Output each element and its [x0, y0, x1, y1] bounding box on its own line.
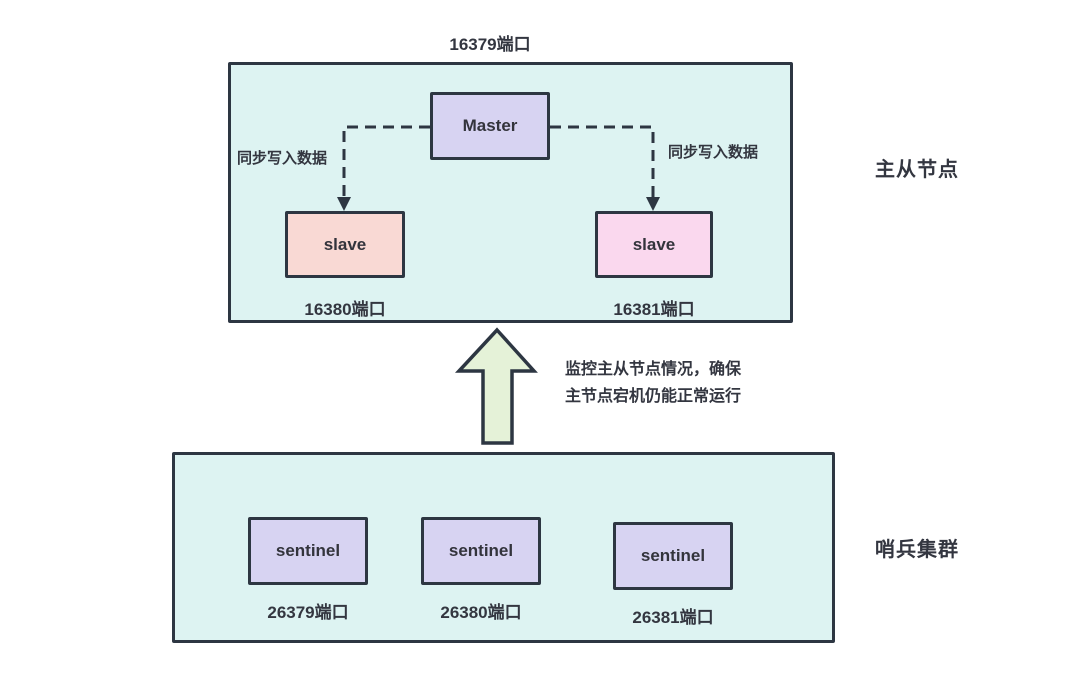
slave-node-16380: slave [285, 211, 405, 278]
sync-write-label-right: 同步写入数据 [668, 144, 759, 161]
master-slave-side-label: 主从节点 [875, 159, 959, 181]
sentinel-node-26379: sentinel [248, 517, 368, 585]
master-port-label: 16379端口 [449, 35, 531, 54]
sentinel-node-label: sentinel [640, 546, 706, 565]
monitor-annotation: 监控主从节点情况，确保 主节点宕机仍能正常运行 [565, 356, 741, 410]
slave-node-label: slave [632, 234, 676, 254]
sentinel-side-label: 哨兵集群 [875, 539, 959, 561]
slave-node-label: slave [323, 234, 367, 254]
sync-write-label-left: 同步写入数据 [237, 150, 328, 167]
master-node-label: Master [462, 116, 518, 135]
slave-port-label-16380: 16380端口 [304, 300, 386, 319]
monitor-annotation-line1: 监控主从节点情况，确保 [565, 361, 742, 378]
monitor-annotation-line2: 主节点宕机仍能正常运行 [565, 388, 742, 405]
sentinel-port-label-26381: 26381端口 [632, 608, 714, 627]
sentinel-node-26381: sentinel [613, 522, 733, 590]
slave-port-label-16381: 16381端口 [613, 300, 695, 319]
sentinel-node-label: sentinel [275, 541, 341, 560]
master-node: Master [430, 92, 550, 160]
slave-node-16381: slave [595, 211, 713, 278]
sentinel-node-label: sentinel [448, 541, 514, 560]
sentinel-node-26380: sentinel [421, 517, 541, 585]
sentinel-port-label-26380: 26380端口 [440, 603, 522, 622]
up-arrow-icon [454, 327, 538, 445]
sentinel-port-label-26379: 26379端口 [267, 603, 349, 622]
